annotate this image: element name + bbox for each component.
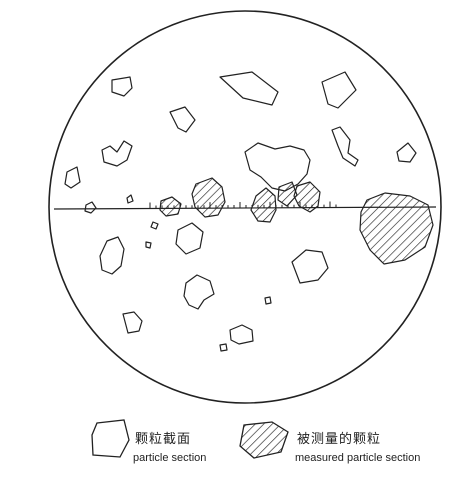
legend-plain-swatch <box>91 419 130 458</box>
particle-section <box>291 249 329 284</box>
particle-section <box>229 324 254 345</box>
particle-section <box>244 142 311 192</box>
particle-section <box>183 274 215 310</box>
measured-particle-section <box>191 177 226 218</box>
particle-section <box>84 201 97 214</box>
particle-section <box>331 126 359 167</box>
particle-section <box>219 71 279 106</box>
particle-section <box>264 296 272 305</box>
legend-plain-en: particle section <box>133 452 207 464</box>
particle-section <box>396 142 417 163</box>
measurement-scale <box>53 201 437 210</box>
particle-section <box>169 106 196 133</box>
legend-hatched-en: measured particle section <box>295 452 421 464</box>
legend-hatched-zh: 被测量的颗粒 <box>297 432 382 447</box>
particle-section <box>64 166 81 189</box>
particle-section <box>150 221 159 230</box>
particle-section <box>126 194 134 204</box>
scale-line <box>53 206 437 210</box>
measured-particle-section <box>159 196 182 217</box>
particle-section <box>101 140 133 167</box>
particle-section <box>321 71 357 109</box>
particle-section <box>175 222 204 255</box>
particle-section <box>219 343 228 352</box>
particle-section <box>111 76 133 97</box>
particle-section <box>145 241 152 249</box>
measured-particle-section <box>359 192 434 265</box>
legend-hatched-swatch <box>239 421 289 459</box>
measured-particle-section <box>277 181 298 207</box>
field-of-view-circle <box>48 10 442 404</box>
particle-section <box>99 236 125 275</box>
particle-section <box>122 311 143 334</box>
legend-plain-zh: 颗粒截面 <box>135 432 192 447</box>
